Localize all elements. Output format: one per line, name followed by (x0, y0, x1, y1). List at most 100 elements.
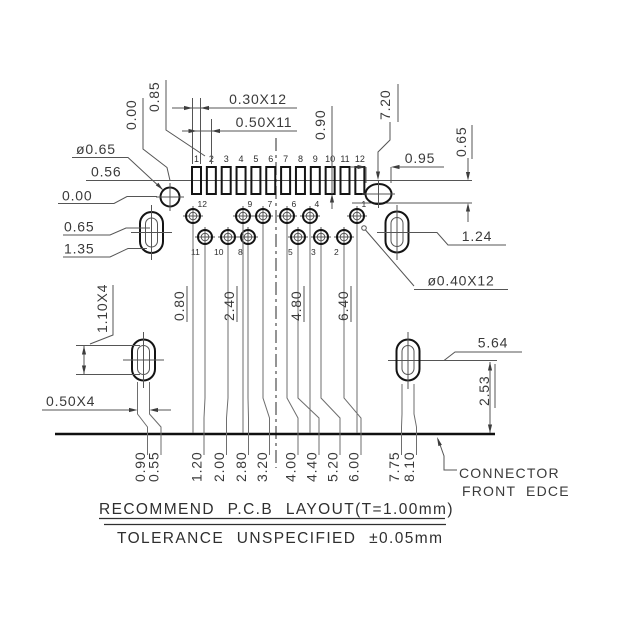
pad-number: 4 (239, 154, 244, 164)
slot-lower-right (395, 332, 421, 389)
slot-upper-left (131, 205, 172, 260)
datum-hole (156, 183, 184, 211)
mid-dim-label: 0.80 (171, 291, 187, 321)
pad-9 (309, 166, 321, 195)
dim-right-slot-x: 5.64 (478, 335, 508, 351)
pad-number: 12 (355, 154, 365, 164)
pad-number: 9 (313, 154, 318, 164)
mid-dim-label: 4.80 (288, 291, 304, 321)
pad-1 (191, 166, 202, 195)
pin-label: 3 (311, 247, 316, 257)
dim-slot-width: 0.50X4 (46, 393, 95, 409)
annotations: CONNECTOR FRONT EDCE RECOMMEND P.C.B LAY… (99, 465, 570, 547)
pad-4 (235, 166, 247, 195)
pad-5 (250, 166, 262, 195)
dim-pad-pitch: 0.50X11 (236, 114, 293, 130)
pad-2 (205, 166, 217, 195)
drop-line (343, 245, 362, 455)
drop-line (262, 224, 270, 455)
via-top-5 (347, 206, 367, 226)
bottom-dim-label: 2.80 (233, 452, 249, 482)
bottom-dim-label: 2.00 (211, 452, 227, 482)
via-bottom-0 (195, 227, 215, 247)
right-dimensions (361, 225, 522, 471)
dim-left-slot-gap2: 1.35 (64, 241, 94, 257)
pad-number: 6 (268, 154, 273, 164)
via-bottom-4 (311, 227, 331, 247)
rotated-dimension-labels: 0.00 0.85 0.90 7.20 0.65 1.10X4 2.53 (94, 82, 492, 406)
pad-10 (324, 166, 336, 195)
edge-note-line2: FRONT EDCE (462, 483, 570, 499)
bottom-dim-label: 0.90 (132, 452, 148, 482)
dim-left-slot-gap1: 0.65 (64, 219, 94, 235)
dim-datum-y: 0.00 (62, 188, 92, 204)
pin-label: 2 (334, 247, 339, 257)
bottom-dim-label: 6.00 (346, 452, 362, 482)
via-top-4 (300, 206, 320, 226)
via-top-3 (277, 206, 297, 226)
drop-line (247, 245, 249, 455)
pin-label: 8 (238, 247, 243, 257)
edge-note-line1: CONNECTOR (459, 465, 560, 481)
pad-8 (294, 166, 306, 195)
pin-label: 11 (191, 247, 200, 257)
mid-dim-label: 6.40 (335, 291, 351, 321)
top-dimensions (142, 80, 473, 222)
pad-11 (339, 166, 351, 195)
pin-label: 1 (362, 199, 367, 209)
pin-label: 7 (268, 199, 273, 209)
via-top-2 (253, 206, 273, 226)
bottom-dim-label: 4.00 (283, 452, 299, 482)
via-bottom-3 (288, 227, 308, 247)
pad-number: 7 (283, 154, 288, 164)
dim-right-oval-offset: 1.24 (462, 228, 492, 244)
bottom-dim-label: 7.75 (386, 452, 402, 482)
drop-line (401, 384, 403, 455)
pad-7 (280, 166, 292, 195)
bottom-dim-label: 4.40 (304, 452, 320, 482)
drop-line (149, 382, 162, 455)
via-bottom-5 (334, 227, 354, 247)
bottom-dim-label: 0.55 (146, 452, 162, 482)
title-line1: RECOMMEND P.C.B LAYOUT(T=1.00mm) (99, 501, 454, 518)
left-dimensions (42, 157, 171, 411)
dim-edge-distance: 2.53 (476, 376, 492, 406)
pad-number: 8 (298, 154, 303, 164)
pin-label: 5 (288, 247, 293, 257)
pad-3 (220, 166, 232, 195)
bottom-dim-label: 8.10 (401, 452, 417, 482)
bottom-dim-label: 1.20 (189, 452, 205, 482)
via-top-0 (183, 206, 203, 226)
arrowheads (81, 105, 493, 447)
pin-label: 4 (315, 199, 320, 209)
via-top-1 (233, 206, 253, 226)
pad-6 (265, 166, 277, 195)
dim-oval-x: 7.20 (377, 90, 393, 120)
via-bottom-1 (218, 227, 238, 247)
drop-line (413, 384, 417, 455)
pin-label: 12 (198, 199, 208, 209)
mid-dim-label: 2.40 (221, 291, 237, 321)
drop-line (137, 382, 148, 455)
dim-pad-offset: 0.56 (91, 164, 121, 180)
pin-label: 9 (248, 199, 253, 209)
pad-number: 10 (325, 154, 335, 164)
drop-line (226, 245, 229, 455)
dim-datum-x: 0.00 (123, 100, 139, 130)
pad-number: 11 (340, 154, 349, 164)
dim-pad-width: 0.30X12 (229, 91, 287, 107)
drop-line (286, 224, 299, 455)
mid-dimension-lines: 0.80 2.40 4.80 6.40 (171, 224, 358, 433)
pad-number: 3 (224, 154, 229, 164)
dim-via-dia: ø0.40X12 (427, 273, 494, 289)
drop-line (320, 245, 341, 455)
title-line2: TOLERANCE UNSPECIFIED ±0.05mm (117, 530, 443, 547)
pin-label: 6 (292, 199, 297, 209)
bottom-dim-label: 3.20 (254, 452, 270, 482)
right-horizontal-oval (362, 181, 395, 208)
